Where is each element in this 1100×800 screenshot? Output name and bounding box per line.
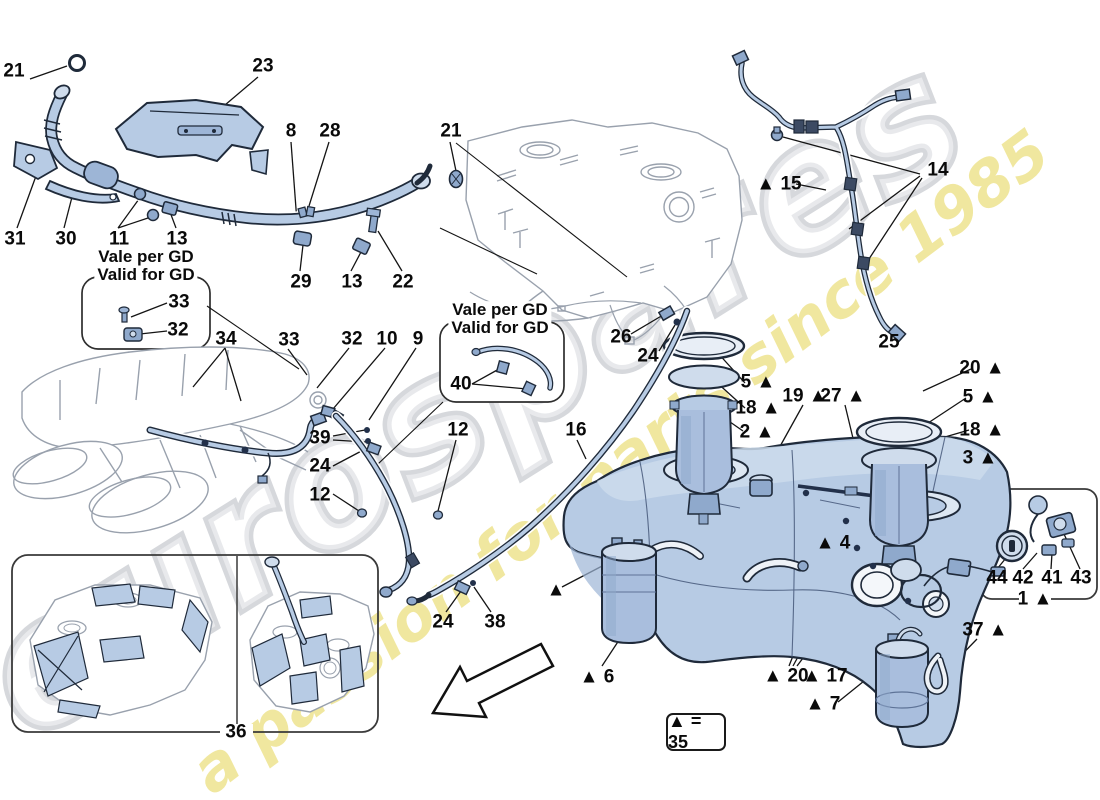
filler-cap-ring bbox=[68, 54, 86, 72]
vent-pipes bbox=[731, 49, 912, 343]
fuel-cap-parts bbox=[995, 495, 1077, 563]
fuel-level-sender bbox=[749, 474, 773, 497]
engine-harness-pipe bbox=[145, 410, 328, 484]
tank-view-left bbox=[29, 583, 213, 719]
gd-box-2-parts bbox=[471, 345, 554, 397]
legend-box: ▲ = 35 bbox=[666, 711, 726, 752]
left-fuel-pump bbox=[662, 331, 746, 525]
hook-hose bbox=[923, 652, 949, 695]
fuel-delivery-pipe bbox=[319, 404, 444, 598]
engine-line-art bbox=[12, 346, 327, 534]
tank-views-box bbox=[11, 554, 379, 733]
breather-elbow-hose bbox=[742, 558, 809, 583]
support-strap bbox=[44, 179, 121, 204]
grommet bbox=[448, 169, 464, 189]
legend-text: ▲ = 35 bbox=[668, 711, 702, 752]
heat-shield bbox=[114, 98, 269, 176]
direction-arrow bbox=[430, 642, 555, 719]
vapour-pipe-16 bbox=[406, 285, 692, 606]
fuel-filter bbox=[875, 626, 929, 729]
fuel-tank-top-line-art bbox=[465, 119, 743, 345]
flange-bracket bbox=[13, 140, 59, 181]
flange-ring-assembly bbox=[802, 489, 1006, 609]
carbon-canister bbox=[601, 537, 704, 645]
filler-pipe-assembly bbox=[13, 54, 464, 255]
gd-box-1 bbox=[81, 276, 211, 350]
tank-view-right bbox=[249, 556, 375, 713]
gd-box-1-parts bbox=[118, 306, 143, 342]
